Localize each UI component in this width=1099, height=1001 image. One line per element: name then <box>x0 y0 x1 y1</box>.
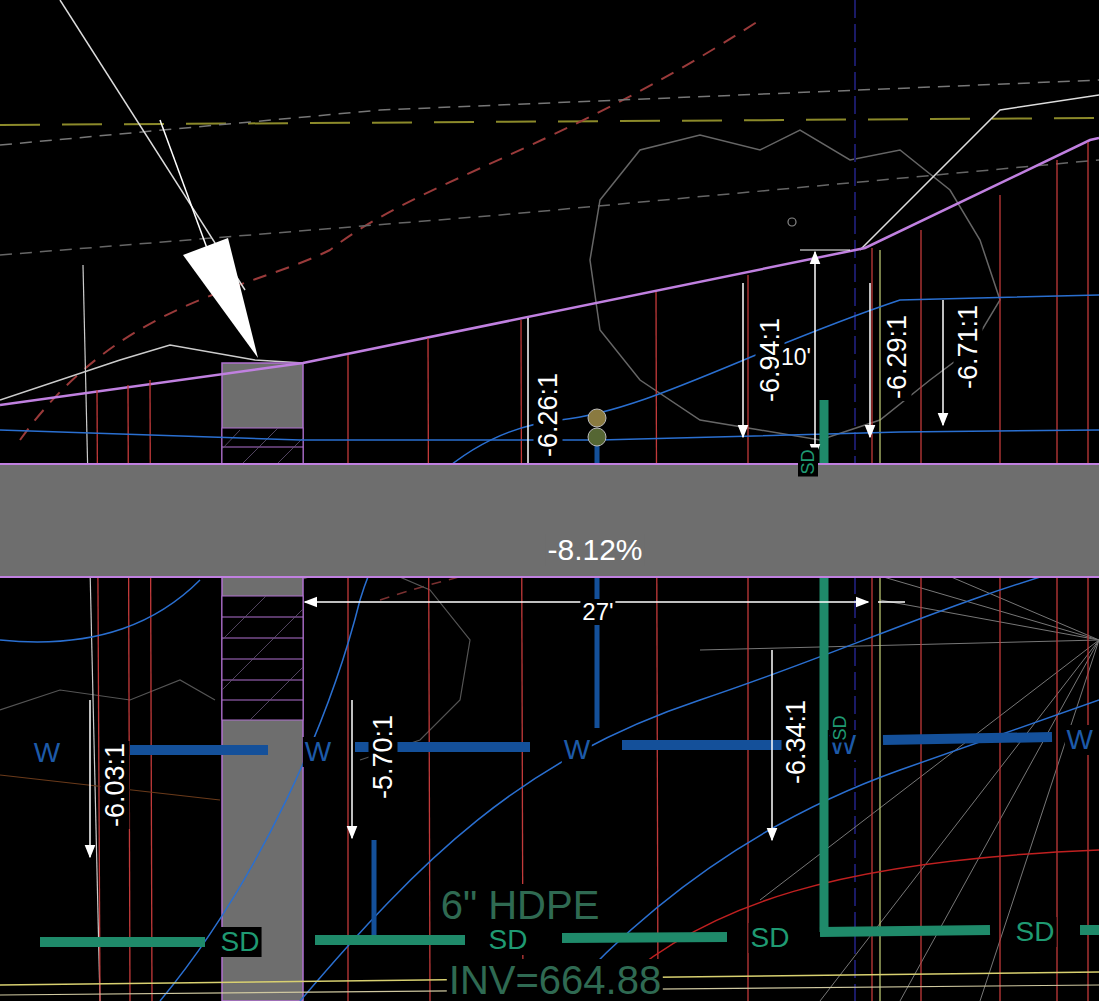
invert-note: INV=664.88 <box>447 959 663 1001</box>
utility-tag: W <box>32 738 62 768</box>
utility-tag: W <box>562 735 592 765</box>
slope-ratio: -6.26:1 <box>534 371 563 459</box>
slope-ratio: -6.71:1 <box>954 303 983 391</box>
utility-tag: SD <box>487 925 530 955</box>
utility-tag: SD <box>798 447 818 476</box>
pipe-note: 6" HDPE <box>439 884 602 926</box>
utility-tag: W <box>1065 725 1095 755</box>
utility-tag: SD <box>830 713 850 742</box>
slope-ratio: -5.70:1 <box>369 713 398 801</box>
road-band: -8.12% <box>0 463 1099 578</box>
slope-ratio: -6.03:1 <box>101 741 130 829</box>
slope-ratio: -6.29:1 <box>883 313 912 401</box>
utility-tag: W <box>303 737 333 767</box>
dimension: 27' <box>580 599 615 625</box>
utility-tag: SD <box>219 927 262 957</box>
utility-tag: SD <box>1014 917 1057 947</box>
utility-tag: SD <box>749 923 792 953</box>
slope-percent: -8.12% <box>545 534 644 566</box>
slope-ratio: -6.34:1 <box>782 698 811 786</box>
dimension: 10' <box>779 345 813 370</box>
